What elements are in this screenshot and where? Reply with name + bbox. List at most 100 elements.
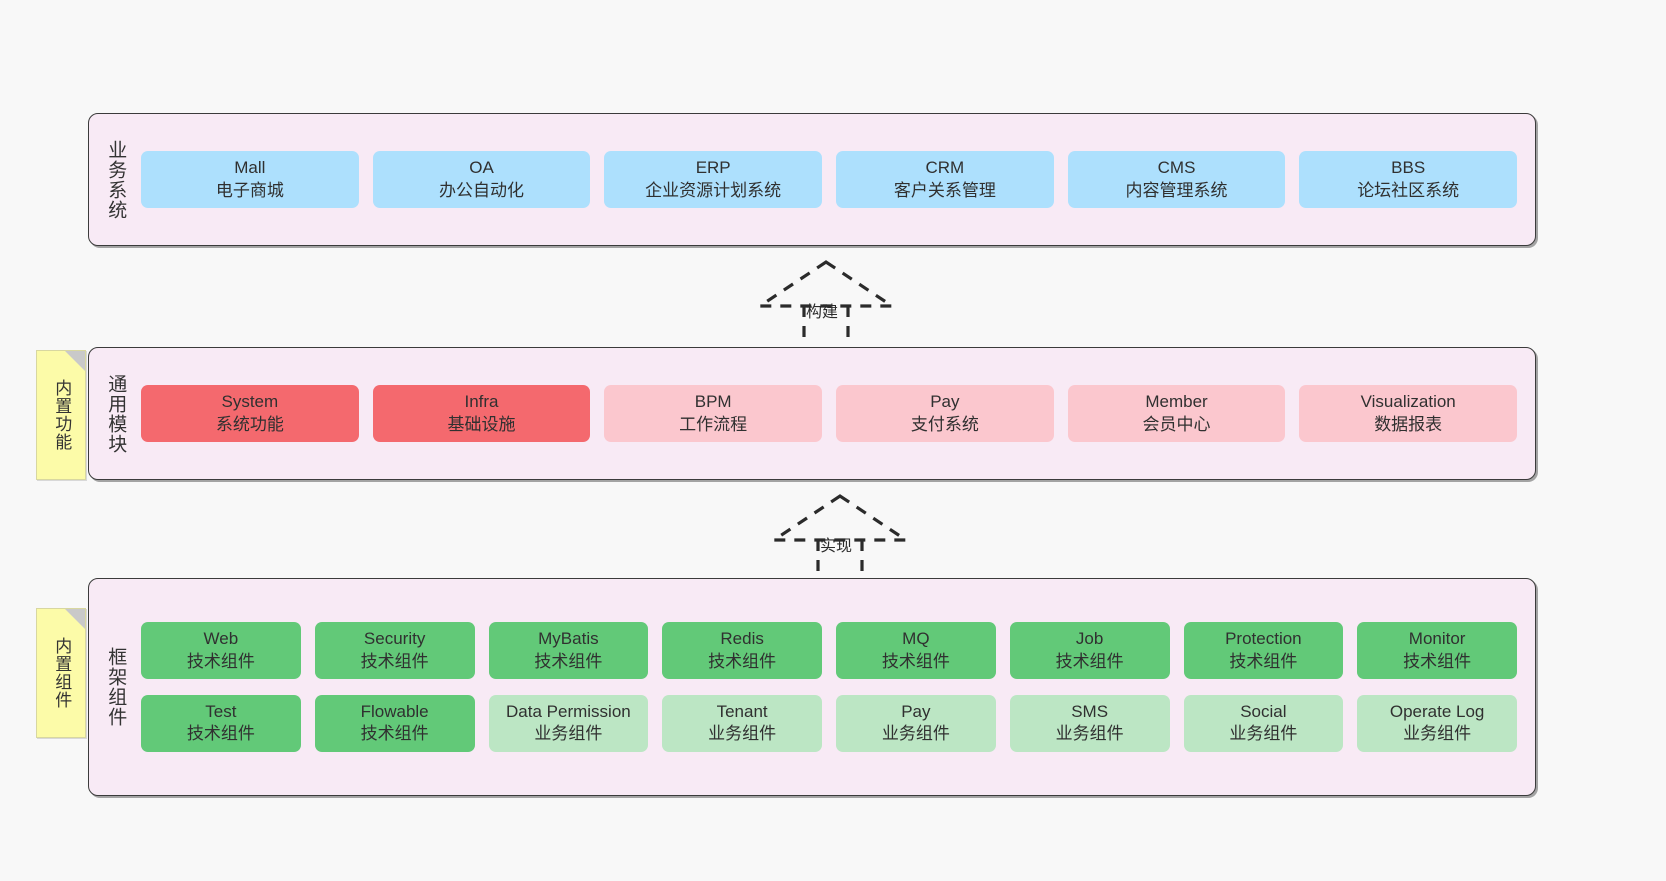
module-card-test[interactable]: Test 技术组件 [141,695,301,752]
module-card-name: Flowable [360,702,429,721]
module-card-operate-log[interactable]: Operate Log 业务组件 [1357,695,1517,752]
module-card-desc: 业务组件 [1229,724,1298,744]
module-card-desc: 业务组件 [534,724,603,744]
module-card-desc: 支付系统 [910,414,979,434]
module-card-name: Redis [720,629,764,649]
note-builtin-component: 内置组件 [36,608,86,738]
module-card-desc: 基础设施 [447,414,516,434]
module-card-pay[interactable]: Pay 业务组件 [836,695,996,752]
module-card-desc: 企业资源计划系统 [645,180,782,200]
module-card-desc: 技术组件 [186,724,255,744]
module-card-data-permission[interactable]: Data Permission 业务组件 [488,695,649,752]
module-card-flowable[interactable]: Flowable 技术组件 [314,695,475,752]
module-card-name: Web [203,629,239,649]
module-card-desc: 工作流程 [679,414,748,434]
module-card-name: System [221,392,279,412]
module-card-name: Protection [1225,629,1302,649]
module-card-name: MyBatis [538,629,599,649]
module-card-name: Social [1240,702,1287,721]
module-card-name: Monitor [1408,629,1466,649]
module-card-name: Job [1075,629,1104,649]
module-card-name: CRM [925,158,965,178]
module-card-desc: 业务组件 [708,724,777,744]
module-card-name: CMS [1157,158,1196,178]
layer-title-framework-component: 框架组件 [105,647,127,727]
module-card-tenant[interactable]: Tenant 业务组件 [662,695,822,752]
module-card-desc: 技术组件 [360,724,429,744]
module-card-name: Data Permission [506,702,631,721]
note-fold-corner-icon [65,609,85,629]
module-card-desc: 技术组件 [360,651,429,671]
module-card-desc: 办公自动化 [439,180,524,200]
module-card-name: Test [205,702,237,721]
module-card-desc: 技术组件 [708,651,777,671]
module-card-desc: 系统功能 [215,414,284,434]
module-card-desc: 技术组件 [1055,651,1124,671]
module-card-desc: 论坛社区系统 [1357,180,1460,200]
module-card-desc: 客户关系管理 [893,180,996,200]
module-card-social[interactable]: Social 业务组件 [1183,695,1344,752]
connector-implement: 实现 [768,492,912,580]
note-fold-corner-icon [65,351,85,371]
module-card-name: Mall [234,158,266,178]
module-card-name: BPM [694,392,732,412]
connector-implement-label: 实现 [820,538,853,555]
module-card-desc: 技术组件 [186,651,255,671]
module-card-name: MQ [902,629,930,649]
module-card-desc: 技术组件 [881,651,950,671]
module-card-name: Security [363,629,426,649]
module-card-name: Pay [901,702,931,721]
module-card-name: Visualization [1360,392,1456,412]
note-builtin-function-label: 内置功能 [52,379,72,451]
connector-build-label: 构建 [806,304,839,321]
module-card-desc: 数据报表 [1374,414,1443,434]
module-card-name: BBS [1391,158,1426,178]
module-card-name: SMS [1071,702,1109,721]
module-card-desc: 业务组件 [881,724,950,744]
module-card-name: Operate Log [1389,702,1485,721]
module-card-desc: 技术组件 [1229,651,1298,671]
module-card-name: OA [469,158,494,178]
connector-build: 构建 [754,258,898,346]
layer-title-business-system: 业务系统 [105,139,127,220]
module-card-desc: 会员中心 [1142,414,1211,434]
note-builtin-function: 内置功能 [36,350,86,480]
module-card-desc: 电子商城 [215,180,284,200]
module-card-name: Tenant [716,702,768,721]
layer-title-common-module: 通用模块 [105,373,127,454]
module-card-desc: 业务组件 [1403,724,1472,744]
note-builtin-component-label: 内置组件 [52,637,72,709]
